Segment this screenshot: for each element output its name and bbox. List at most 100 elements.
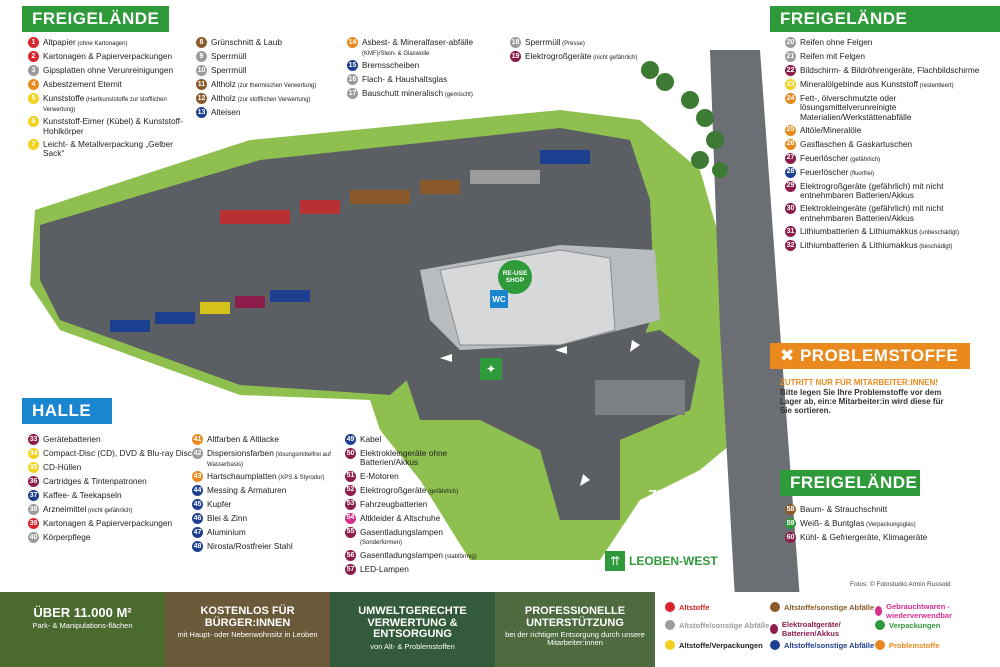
legend-number-badge: 40 xyxy=(28,532,39,543)
legend-label: Gasflaschen & Gaskartuschen xyxy=(800,138,913,149)
legend-sublabel: (zur stofflichen Verwertung) xyxy=(235,97,311,103)
legend-number-badge: 43 xyxy=(192,471,203,483)
legend-number-badge: 26 xyxy=(785,138,796,150)
legend-label: Gasentladungslampen (Sonderformen) xyxy=(360,526,444,547)
legend-sublabel: (Verpackungsglas) xyxy=(864,522,916,528)
legend-item: 44 Messing & Armaturen xyxy=(192,485,347,497)
legend-item: 4 Asbestzement Eternit xyxy=(28,79,188,90)
legend-sublabel: (Hartkunststoffe zur stofflichen Verwert… xyxy=(43,97,167,113)
color-key-item: Altstoffe xyxy=(665,602,770,612)
legend-label: Elektrokleingeräte ohne Batterien/Akkus xyxy=(360,448,448,468)
color-key-item: Problemstoffe xyxy=(875,640,980,650)
legend-number-badge: 19 xyxy=(510,51,521,62)
legend-sublabel: (stabförmig) xyxy=(443,554,477,560)
legend-label: Lithiumbatterien & Lithiumakkus (unbesch… xyxy=(800,225,959,236)
legend-number-badge: 11 xyxy=(196,79,207,90)
legend-sublabel: (gemischt) xyxy=(443,92,473,99)
color-key-label: Elektroaltgeräte/ Batterien/Akkus xyxy=(781,620,841,638)
legend-number-badge: 42 xyxy=(192,448,203,459)
legend-label: Baum- & Strauchschnitt xyxy=(800,504,888,514)
legend-item: 26 Gasflaschen & Gaskartuschen xyxy=(785,138,985,150)
legend-number-badge: 17 xyxy=(347,88,358,100)
legend-number-badge: 13 xyxy=(196,107,207,118)
legend-label: Nirosta/Rostfreier Stahl xyxy=(207,541,293,552)
legend-label: Bremsscheiben xyxy=(362,60,420,71)
legend-label: Körperpflege xyxy=(43,532,91,542)
color-key-label: Altstoffe xyxy=(679,602,710,612)
color-key-item: Verpackungen xyxy=(875,620,980,630)
legend-number-badge: 44 xyxy=(192,485,203,497)
color-key-item: Elektroaltgeräte/ Batterien/Akkus xyxy=(770,620,875,638)
legend-sublabel: (nicht gefährlich) xyxy=(86,508,133,514)
legend-number-badge: 22 xyxy=(785,65,796,76)
color-key-dot xyxy=(875,606,883,616)
legend-label: Altholz (zur stofflichen Verwertung) xyxy=(211,93,311,103)
legend-label: Sperrmüll xyxy=(211,65,247,75)
legend-label: Flach- & Haushaltsglas xyxy=(362,74,448,85)
legend-label: Grünschnitt & Laub xyxy=(211,37,283,47)
problemstoffe-note-text: Bitte legen Sie Ihre Problemstoffe vor d… xyxy=(780,388,944,415)
legend-label: Asbestzement Eternit xyxy=(43,79,122,89)
leoben-west-label: LEOBEN-WEST xyxy=(629,554,718,568)
color-key-dot xyxy=(665,602,675,612)
legend-number-badge: 54 xyxy=(345,512,356,524)
legend-label: Sperrmüll xyxy=(211,51,247,61)
legend-sublabel: (ohne Kartonagen) xyxy=(75,41,128,47)
assembly-point-icon: ✦ xyxy=(480,358,502,380)
legend-number-badge: 36 xyxy=(28,476,39,487)
legend-label: Arzneimittel (nicht gefährlich) xyxy=(43,504,133,514)
legend-label: Kunststoffe (Hartkunststoffe zur stoffli… xyxy=(43,93,167,113)
legend-number-badge: 4 xyxy=(28,79,39,90)
legend-item: 50 Elektrokleingeräte ohne Batterien/Akku… xyxy=(345,448,485,468)
legend-number-badge: 37 xyxy=(28,490,39,501)
legend-number-badge: 27 xyxy=(785,152,796,164)
exit-road xyxy=(400,330,700,520)
legend-sublabel: (KMF)/Stein- & Glaswolle xyxy=(362,50,430,57)
legend-number-badge: 2 xyxy=(28,51,39,62)
color-key-item: Gebrauchtwaren - wiederverwendbar xyxy=(875,602,980,620)
color-key-label: Problemstoffe xyxy=(889,640,940,650)
legend-number-badge: 50 xyxy=(345,448,356,459)
color-key-label: Altstoffe/sonstige Abfälle xyxy=(679,620,770,630)
legend-number-badge: 18 xyxy=(510,37,521,48)
legend-number-badge: 41 xyxy=(192,434,203,445)
color-key-label: Gebrauchtwaren - wiederverwendbar xyxy=(886,602,952,620)
legend-label: Dispersionsfarben (lösungsmittelfrei auf… xyxy=(207,448,331,468)
color-key-item: Altstoffe/sonstige Abfälle xyxy=(665,620,770,630)
exit-label: ZU- /AUS-FAHRT xyxy=(648,487,718,522)
legend-number-badge: 29 xyxy=(785,180,796,192)
legend-number-badge: 60 xyxy=(785,532,796,543)
legend-label: Kartonagen & Papierverpackungen xyxy=(43,518,173,528)
legend-number-badge: 21 xyxy=(785,51,796,62)
legend-label: Fahrzeugbatterien xyxy=(360,498,428,509)
legend-label: CD-Hüllen xyxy=(43,462,82,472)
legend-label: Fett-, ölverschmutzte oder lösungsmittel… xyxy=(800,93,912,122)
legend-label: Messing & Armaturen xyxy=(207,485,287,496)
